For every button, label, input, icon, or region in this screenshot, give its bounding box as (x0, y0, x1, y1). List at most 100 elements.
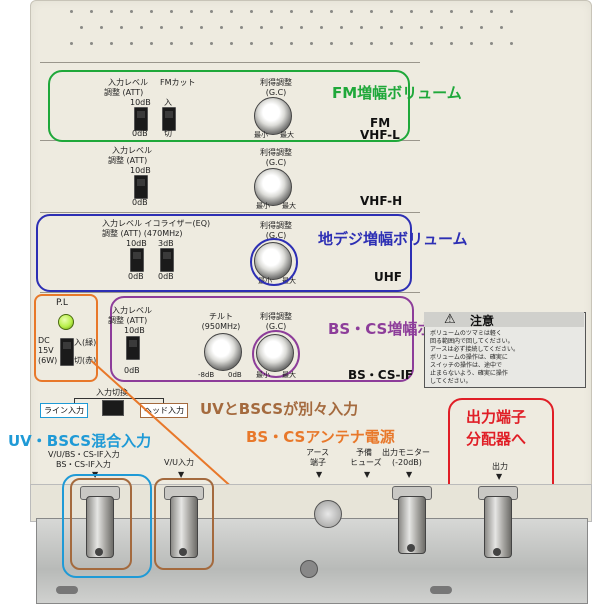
input-select-switch[interactable] (102, 400, 124, 416)
output-connector-pin (493, 548, 501, 556)
uhf-att-0db-label: 0dB (128, 272, 144, 281)
module-divider (40, 292, 420, 293)
output-port-label: 出力 (492, 462, 508, 471)
module-divider (40, 212, 420, 213)
line-input-label: ライン入力 (40, 403, 88, 418)
bscs-annotation-box (110, 296, 414, 382)
vhfh-gain-knob[interactable] (254, 168, 292, 206)
output-arrow: ▼ (496, 472, 503, 481)
caution-header (424, 312, 584, 327)
bracket-slot (56, 586, 78, 594)
vu-port-arrow: ▼ (178, 470, 185, 479)
vu-port-label: V/U入力 (164, 458, 195, 467)
vhfh-input-level-label: 入力レベル (112, 146, 152, 155)
bracket-slot (430, 586, 452, 594)
uhf-att-switch[interactable] (130, 248, 144, 272)
antenna-power-switch[interactable] (60, 338, 74, 366)
pl-label: P.L (56, 298, 68, 308)
input-switch-bracket (74, 398, 164, 405)
tilt-minus8db-label: -8dB (198, 371, 215, 379)
bs-0db-label: 0dB (124, 366, 140, 375)
separate-input-annotation: UVとBSCSが別々入力 (200, 400, 359, 418)
fm-gain-knob[interactable] (254, 97, 292, 135)
to-splitter-annotation: 分配器へ (466, 430, 527, 448)
watt-label: (6W) (38, 356, 58, 365)
fm-min-label: 最小 (254, 131, 268, 139)
caution-line: してください。 (430, 378, 472, 385)
monitor-connector-pin (407, 544, 415, 552)
uhf-annotation-box (36, 214, 412, 292)
uhf-3db-label: 3dB (158, 239, 174, 248)
warning-icon: ⚠ (444, 312, 456, 327)
vu-connector-annotation-box (154, 478, 214, 570)
fm-10db-label: 10dB (130, 98, 151, 107)
vu-input-connector[interactable] (170, 496, 198, 558)
output-connector[interactable] (484, 496, 512, 558)
uhf-eq-switch[interactable] (160, 248, 174, 272)
caution-title: 注意 (470, 314, 495, 328)
fm-0db-label: 0dB (132, 129, 148, 138)
fm-gain-adjust-label: 利得調整 (260, 78, 292, 87)
fm-cut-label: FMカット (160, 78, 196, 87)
tilt-label: チルト (209, 312, 233, 321)
uhf-input-level-eq-label: 入力レベル イコライザー(EQ) (102, 219, 211, 228)
uhf-att-mhz-label: 調整 (ATT) (470MHz) (102, 229, 183, 238)
bscs-band-label: BS・CS-IF (348, 368, 414, 382)
bs-knob-highlight (252, 330, 300, 378)
tilt-freq-label: (950MHz) (201, 322, 241, 331)
caution-line: アースは必ず接続してください。 (430, 346, 519, 353)
power-led (58, 314, 74, 330)
fm-att-label: 調整 (ATT) (104, 88, 144, 97)
voltage-label: 15V (38, 346, 54, 355)
fuse-arrow: ▼ (364, 470, 371, 479)
bs-input-level-label: 入力レベル (112, 306, 152, 315)
vhfh-gain-adjust-label: 利得調整 (260, 148, 292, 157)
bscs-port-label: BS・CS-IF入力 (56, 460, 111, 469)
bs-gain-adjust-label: 利得調整 (260, 312, 292, 321)
vu-bscs-input-connector[interactable] (86, 496, 114, 558)
vhfh-att-switch[interactable] (134, 175, 148, 199)
fm-cut-switch[interactable] (162, 107, 176, 131)
bscs-connector-inner-box (70, 478, 132, 570)
vhfh-max-label: 最大 (282, 202, 296, 210)
fuse-label: ヒューズ (350, 458, 382, 467)
fm-att-switch[interactable] (134, 107, 148, 131)
caution-text: ボリュームのツマミは軽く 回る範囲内で回してください。 アースは必ず接続してくだ… (430, 330, 519, 386)
fm-cut-off-label: 切 (164, 129, 172, 138)
power-annotation-box (34, 294, 98, 382)
uhf-eq-0db-label: 0dB (158, 272, 174, 281)
vhfh-10db-label: 10dB (130, 166, 151, 175)
bs-att-label: 調整 (ATT) (108, 316, 148, 325)
fm-band-label: FM (370, 116, 391, 130)
fm-annotation-box (48, 70, 410, 142)
tilt-knob[interactable] (204, 333, 242, 371)
vhfh-min-label: 最小 (256, 202, 270, 210)
earth-label: アース (306, 448, 330, 457)
vu-bscs-connector-pin (95, 548, 103, 556)
input-switch-title: 入力切換 (96, 388, 128, 397)
vhfl-band-label: VHF-L (360, 128, 400, 142)
bs-att-switch[interactable] (126, 336, 140, 360)
earth-terminal-label: 端子 (310, 458, 326, 467)
fm-max-label: 最大 (280, 131, 294, 139)
vhfh-att-label: 調整 (ATT) (108, 156, 148, 165)
fm-amp-volume-annotation: FM増幅ボリューム (332, 84, 462, 102)
uhf-gc-label: (G.C) (265, 231, 287, 240)
output-monitor-label: 出力モニター (382, 448, 430, 457)
caution-line: 回る範囲内で回してください。 (430, 338, 514, 345)
caution-line: スイッチの操作は、途中で (430, 362, 503, 369)
power-off-label: 切(赤) (74, 356, 97, 365)
vu-connector-pin (179, 548, 187, 556)
uhf-max-label: 最大 (282, 277, 296, 285)
vhfh-band-label: VHF-H (360, 194, 403, 208)
uhf-band-label: UHF (374, 270, 402, 284)
uhf-10db-label: 10dB (126, 239, 147, 248)
monitor-db-label: (-20dB) (392, 458, 422, 467)
caution-line: 止まらないよう、確実に操作 (430, 370, 508, 377)
top-vents (70, 8, 520, 48)
earth-screw (314, 500, 342, 528)
mixed-input-annotation: UV・BSCS混合入力 (8, 432, 152, 450)
caution-line: ボリュームのツマミは軽く (430, 330, 502, 337)
uhf-knob-highlight (250, 238, 298, 286)
bs-gc-label: (G.C) (265, 322, 287, 331)
